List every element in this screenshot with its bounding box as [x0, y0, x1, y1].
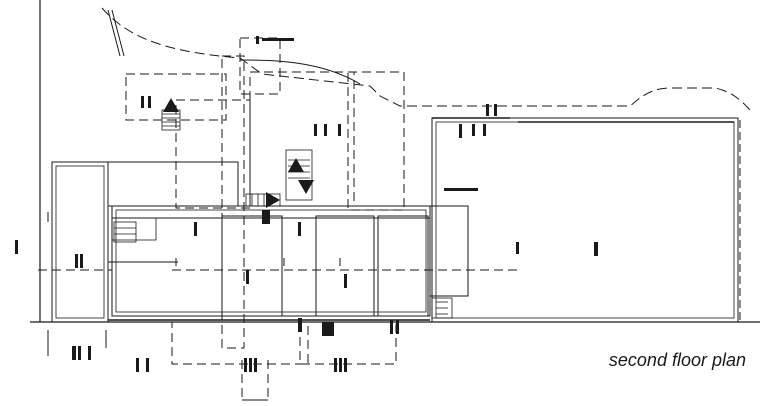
left-block: [51, 161, 469, 323]
site-boundary: [39, 0, 751, 322]
right-building: [431, 117, 741, 323]
stairs: [113, 109, 453, 319]
drawing-caption: second floor plan: [608, 350, 746, 370]
detail-ticks: [47, 212, 341, 356]
dashed-outlines: [38, 37, 520, 401]
column-markers: [15, 36, 598, 372]
direction-arrows: [163, 98, 314, 208]
